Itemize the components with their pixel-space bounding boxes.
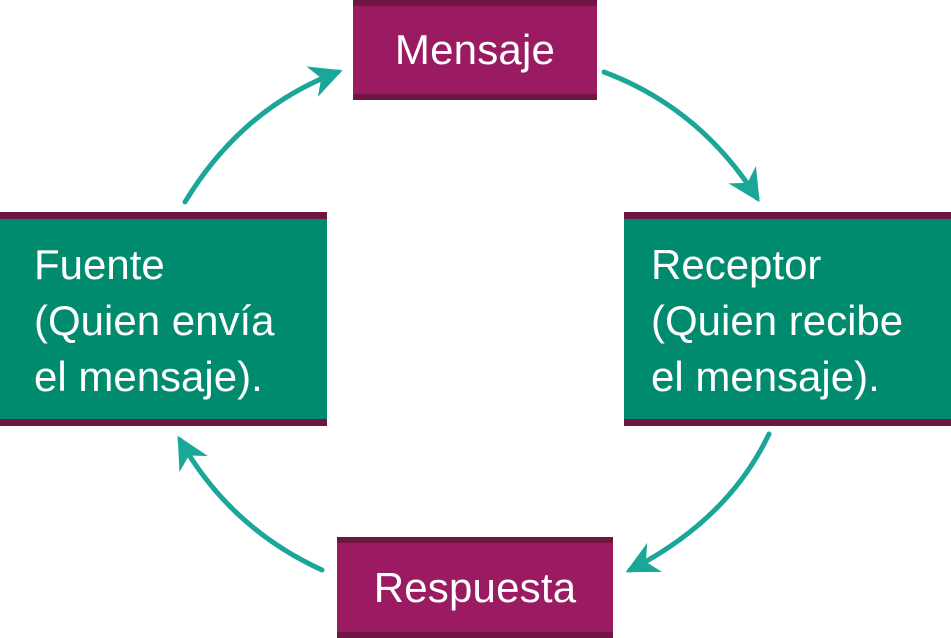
source-label: Fuente (Quien envía el mensaje). [0, 219, 327, 405]
receiver-label-line: Receptor [651, 241, 822, 288]
arrow-icon [177, 435, 325, 573]
receiver-label-line: (Quien recibe [651, 297, 904, 344]
receiver-node: Receptor (Quien recibe el mensaje). [624, 212, 951, 426]
arrow-icon [601, 69, 760, 203]
source-label-line: el mensaje). [34, 353, 263, 400]
arrow-icon [625, 431, 772, 573]
source-label-line: (Quien envía [34, 297, 275, 344]
receiver-label: Receptor (Quien recibe el mensaje). [624, 219, 951, 405]
response-label: Respuesta [373, 563, 577, 611]
arrow-icon [182, 66, 343, 205]
source-label-line: Fuente [34, 241, 165, 288]
response-node: Respuesta [337, 537, 613, 638]
source-node: Fuente (Quien envía el mensaje). [0, 212, 327, 426]
message-label: Mensaje [394, 26, 556, 73]
receiver-label-line: el mensaje). [651, 353, 880, 400]
message-node: Mensaje [353, 0, 597, 100]
